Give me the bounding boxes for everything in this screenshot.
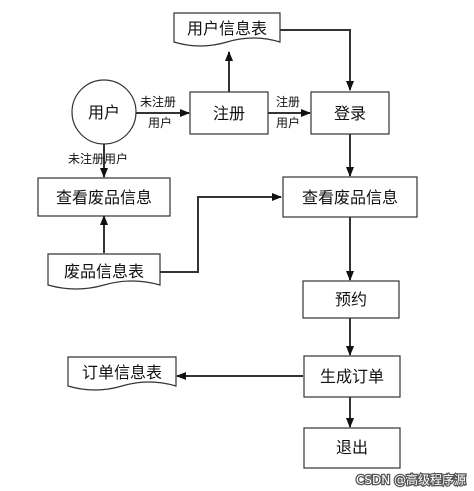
edge-label-registered: 注册: [276, 94, 300, 109]
node-view-waste-left-label: 查看废品信息: [56, 188, 152, 207]
edge-label-unregistered-user: 用户: [148, 115, 172, 130]
node-view-waste-left: 查看废品信息: [37, 177, 171, 217]
edge-label-unregistered-user-view: 未注册用户: [68, 151, 128, 166]
edge-user-info-table-to-login: [280, 29, 354, 91]
node-reserve: 预约: [302, 280, 400, 319]
edge-label-unregistered: 未注册: [140, 94, 176, 109]
node-order-info-table-label: 订单信息表: [82, 363, 162, 382]
node-logout-label: 退出: [336, 438, 368, 457]
node-waste-info-table: 废品信息表: [47, 253, 161, 290]
node-login-label: 登录: [334, 104, 366, 123]
node-register-label: 注册: [213, 104, 245, 123]
node-reserve-label: 预约: [335, 290, 367, 309]
node-waste-info-table-label: 废品信息表: [64, 262, 144, 281]
edge-label-registered-user: 用户: [276, 115, 300, 130]
node-order-info-table: 订单信息表: [67, 356, 177, 391]
edge-waste-table-to-view-right: [160, 193, 282, 273]
node-view-waste-right-label: 查看废品信息: [302, 188, 398, 207]
node-create-order-label: 生成订单: [320, 367, 384, 386]
node-user-info-table-label: 用户信息表: [187, 19, 267, 38]
node-login: 登录: [310, 91, 390, 135]
node-logout: 退出: [303, 427, 401, 469]
watermark: CSDN @高级程序源: [356, 472, 466, 487]
node-register: 注册: [189, 91, 269, 135]
node-user: 用户: [71, 79, 137, 145]
node-view-waste-right: 查看废品信息: [282, 176, 418, 218]
node-user-label: 用户: [88, 103, 120, 122]
node-user-info-table: 用户信息表: [173, 12, 281, 47]
node-create-order: 生成订单: [303, 355, 401, 398]
